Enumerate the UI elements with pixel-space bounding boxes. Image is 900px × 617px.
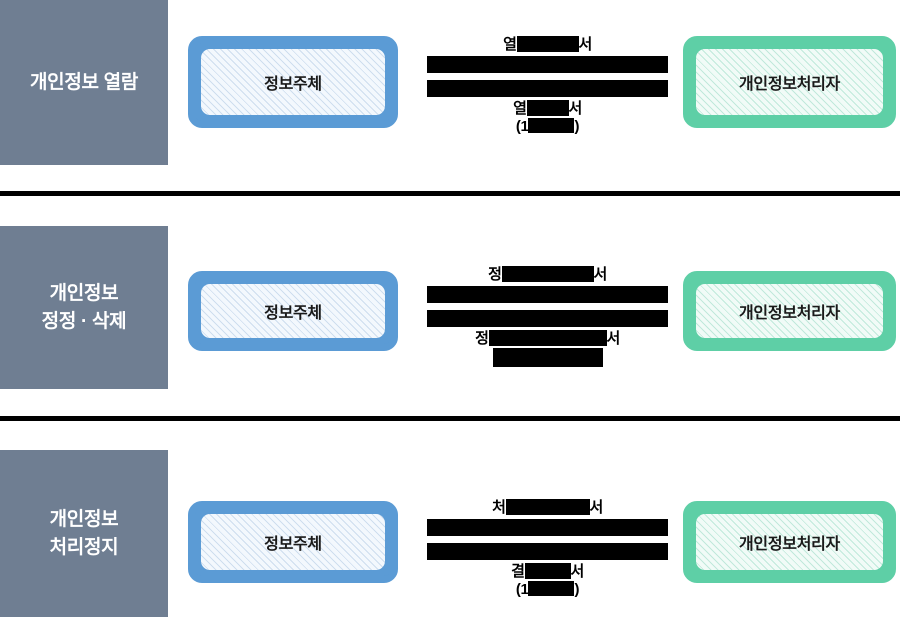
arrow-redacted-forward-access <box>427 56 668 74</box>
redaction-block <box>528 118 575 134</box>
arrow-redacted-backward-access <box>427 80 668 98</box>
redaction-block <box>524 563 571 580</box>
category-block-correction-deletion: 개인정보 정정 · 삭제 <box>0 226 168 389</box>
label-suffix: 서 <box>568 100 583 118</box>
redaction-block <box>501 266 594 283</box>
deadline-prefix: (1 <box>515 117 529 135</box>
category-block-processing-suspension: 개인정보 처리정지 <box>0 450 168 617</box>
entity-label-controller: 개인정보처리자 <box>739 305 840 322</box>
label-prefix: 정 <box>475 330 489 348</box>
redaction-block <box>516 36 579 53</box>
deadline-prefix: (1 <box>515 580 529 598</box>
category-label-processing-suspension: 개인정보 처리정지 <box>49 508 119 558</box>
label-suffix: 서 <box>606 330 621 348</box>
hatch-fill <box>696 49 883 115</box>
hatch-fill <box>696 284 883 338</box>
entity-label-data-subject: 정보주체 <box>264 76 322 93</box>
section-divider <box>0 416 900 421</box>
entity-label-data-subject: 정보주체 <box>264 536 322 553</box>
entity-box-controller-access: 개인정보처리자 <box>683 36 896 128</box>
redaction-block <box>528 581 575 597</box>
arrow-redacted-backward-correction <box>427 310 668 328</box>
arrow-redacted-forward-correction <box>427 286 668 304</box>
deadline-suffix: ) <box>574 117 580 135</box>
section-divider <box>0 191 900 196</box>
redaction-block <box>505 499 590 516</box>
hatch-fill <box>201 49 385 115</box>
label-prefix: 결 <box>511 563 525 581</box>
label-suffix: 서 <box>570 563 585 581</box>
entity-box-data-subject-access: 정보주체 <box>188 36 398 128</box>
hatch-fill <box>201 284 385 338</box>
entity-box-controller-correction: 개인정보처리자 <box>683 271 896 351</box>
label-prefix: 처 <box>492 499 506 516</box>
category-label-correction-deletion: 개인정보 정정 · 삭제 <box>41 282 127 332</box>
hatch-fill <box>696 514 883 570</box>
label-prefix: 열 <box>503 36 517 53</box>
label-prefix: 정 <box>488 266 502 283</box>
label-prefix: 열 <box>513 100 527 118</box>
entity-label-controller: 개인정보처리자 <box>739 536 840 553</box>
entity-box-data-subject-correction: 정보주체 <box>188 271 398 351</box>
deadline-suffix: ) <box>574 580 580 598</box>
label-suffix: 서 <box>593 266 608 283</box>
hatch-fill <box>201 514 385 570</box>
redaction-block <box>526 100 569 117</box>
flow-label-response-deadline-suspension: (1) <box>427 581 668 598</box>
label-suffix: 서 <box>578 36 593 53</box>
category-label-access: 개인정보 열람 <box>29 71 139 93</box>
label-suffix: 서 <box>589 499 604 516</box>
entity-box-data-subject-suspension: 정보주체 <box>188 501 398 583</box>
arrow-redacted-forward-suspension <box>427 519 668 537</box>
flow-label-response-deadline-access: (1) <box>427 118 668 135</box>
entity-label-controller: 개인정보처리자 <box>739 76 840 93</box>
redaction-block <box>488 330 607 347</box>
category-block-access: 개인정보 열람 <box>0 0 168 165</box>
entity-label-data-subject: 정보주체 <box>264 305 322 322</box>
redaction-block-secondline-correction <box>492 347 603 367</box>
entity-box-controller-suspension: 개인정보처리자 <box>683 501 896 583</box>
arrow-redacted-backward-suspension <box>427 543 668 561</box>
